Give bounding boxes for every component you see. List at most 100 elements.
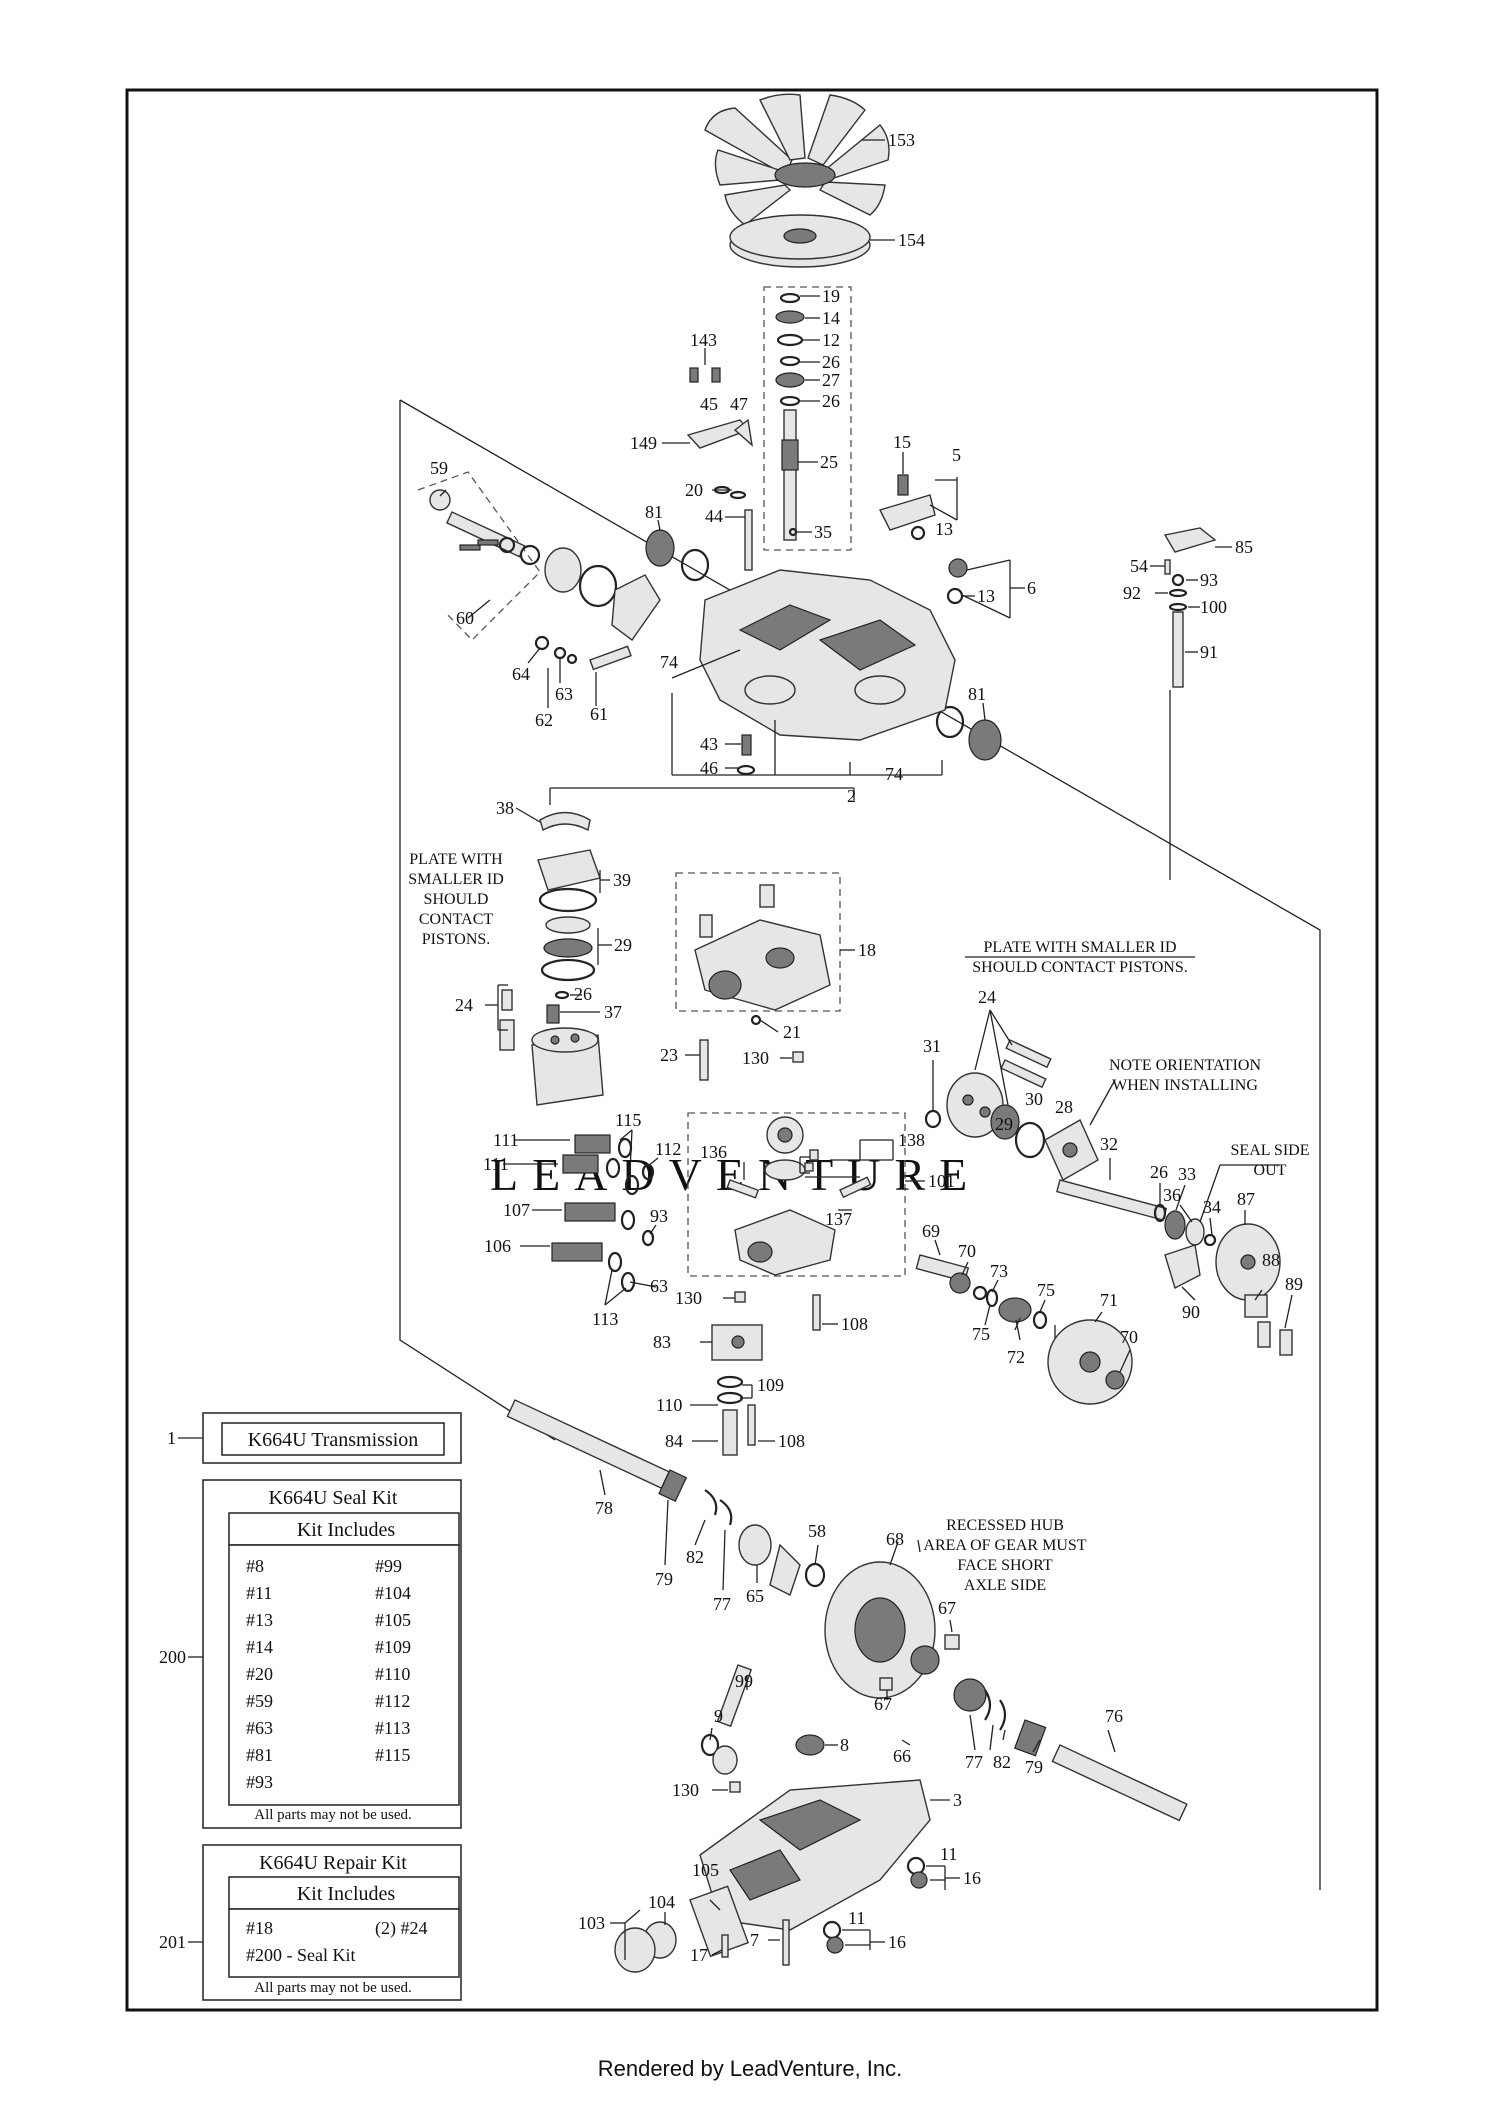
kit-repair-title: K664U Repair Kit [259, 1852, 407, 1874]
callout-109: 109 [757, 1375, 784, 1395]
callout-38: 38 [496, 798, 514, 818]
dashed-group-101 [687, 1112, 906, 1277]
callout-89: 89 [1285, 1274, 1303, 1294]
note-plate-right-1: PLATE WITH SMALLER ID [983, 939, 1176, 956]
callout-13-mid: 13 [977, 586, 995, 606]
kit-seal-item: #99 [375, 1556, 402, 1576]
note-plate-left-2: SMALLER ID [408, 871, 504, 888]
annotation-notes: PLATE WITH SMALLER ID SHOULD CONTACT PIS… [408, 851, 1309, 1594]
callout-106: 106 [484, 1236, 511, 1256]
callout-82-right: 82 [993, 1752, 1011, 1772]
callout-26-right: 26 [1150, 1162, 1168, 1182]
callout-5: 5 [952, 445, 961, 465]
callout-58: 58 [808, 1521, 826, 1541]
callout-12: 12 [822, 330, 840, 350]
callout-138: 138 [898, 1130, 925, 1150]
callout-21: 21 [783, 1022, 801, 1042]
callout-31: 31 [923, 1036, 941, 1056]
bypass-assembly-60 [429, 489, 661, 671]
callout-153: 153 [888, 130, 915, 150]
note-seal-side-2: OUT [1254, 1162, 1287, 1179]
callout-79-left: 79 [655, 1569, 673, 1589]
motor-group [924, 1039, 1099, 1181]
kit-seal-item: #59 [246, 1691, 273, 1711]
note-hub-1: RECESSED HUB [946, 1517, 1064, 1534]
center-plate-18 [694, 884, 831, 1026]
kit-seal: 200 K664U Seal Kit Kit Includes #8 #11 #… [159, 1479, 462, 1829]
plug-130-a [792, 1051, 804, 1063]
callout-110: 110 [656, 1395, 682, 1415]
kit-seal-title: K664U Seal Kit [269, 1487, 398, 1509]
callout-105: 105 [692, 1860, 719, 1880]
callout-149: 149 [630, 433, 657, 453]
callout-16-bottom: 16 [888, 1932, 906, 1952]
callout-100: 100 [1200, 597, 1227, 617]
kit-seal-item: #110 [375, 1664, 410, 1684]
output-shaft-32 [1056, 1179, 1293, 1356]
pulley-154 [729, 214, 871, 268]
kit-repair-ref: 201 [159, 1932, 186, 1952]
callout-67-right: 67 [938, 1598, 956, 1618]
callout-16-top: 16 [963, 1868, 981, 1888]
charge-pump-101 [726, 1116, 872, 1276]
gear-train-71 [915, 1254, 1133, 1405]
callout-143: 143 [690, 330, 717, 350]
callout-73: 73 [990, 1261, 1008, 1281]
callout-130-top: 130 [742, 1048, 769, 1068]
callout-8: 8 [840, 1735, 849, 1755]
kit-repair: 201 K664U Repair Kit Kit Includes #18 (2… [159, 1844, 462, 2001]
note-orientation-1: NOTE ORIENTATION [1109, 1057, 1261, 1074]
bypass-lever-5 [879, 474, 968, 605]
callout-67-left: 67 [874, 1694, 892, 1714]
callout-66: 66 [893, 1746, 911, 1766]
callout-11-bottom: 11 [848, 1908, 865, 1928]
callout-154: 154 [898, 230, 925, 250]
callout-72: 72 [1007, 1347, 1025, 1367]
callout-77-right: 77 [965, 1752, 983, 1772]
callout-14: 14 [822, 308, 840, 328]
bolt-23 [699, 1039, 709, 1081]
kit-seal-item: #115 [375, 1745, 410, 1765]
callout-62: 62 [535, 710, 553, 730]
callout-136: 136 [700, 1142, 727, 1162]
callout-111-top: 111 [493, 1130, 519, 1150]
callout-63-top: 63 [555, 684, 573, 704]
callout-69: 69 [922, 1221, 940, 1241]
callout-64: 64 [512, 664, 530, 684]
kit-transmission: 1 K664U Transmission [167, 1412, 462, 1464]
callout-28: 28 [1055, 1097, 1073, 1117]
callout-101: 101 [928, 1171, 955, 1191]
callout-35: 35 [814, 522, 832, 542]
assembly-outline-right [399, 399, 1321, 1890]
callout-104: 104 [648, 1892, 675, 1912]
kit-seal-ref: 200 [159, 1647, 186, 1667]
bearing-81-bottom [968, 719, 1002, 761]
note-hub-2: AREA OF GEAR MUST [923, 1537, 1086, 1554]
callout-76: 76 [1105, 1706, 1123, 1726]
kit-seal-item: #93 [246, 1772, 273, 1792]
callout-115: 115 [615, 1110, 641, 1130]
callout-99: 99 [735, 1671, 753, 1691]
callout-20: 20 [685, 480, 703, 500]
kit-seal-item: #81 [246, 1745, 273, 1765]
kit-repair-item: #18 [246, 1918, 273, 1938]
callout-29-left: 29 [614, 935, 632, 955]
callout-26-top: 26 [822, 352, 840, 372]
callout-3: 3 [953, 1790, 962, 1810]
callout-29-right: 29 [995, 1114, 1013, 1134]
callout-17: 17 [690, 1945, 708, 1965]
callout-65: 65 [746, 1586, 764, 1606]
kit-repair-item: (2) #24 [375, 1918, 428, 1939]
fan-153 [704, 93, 890, 226]
callout-43: 43 [700, 734, 718, 754]
callout-74-top: 74 [660, 652, 678, 672]
leader-lines [439, 139, 1293, 1960]
callout-71: 71 [1100, 1290, 1118, 1310]
upper-housing-2 [699, 569, 956, 776]
callout-26-left: 26 [574, 984, 592, 1004]
callout-103: 103 [578, 1913, 605, 1933]
kit-repair-item: #200 - Seal Kit [246, 1945, 356, 1965]
callout-111-bottom: 111 [483, 1154, 509, 1174]
callout-7: 7 [750, 1930, 759, 1950]
note-plate-left-1: PLATE WITH [409, 851, 503, 868]
